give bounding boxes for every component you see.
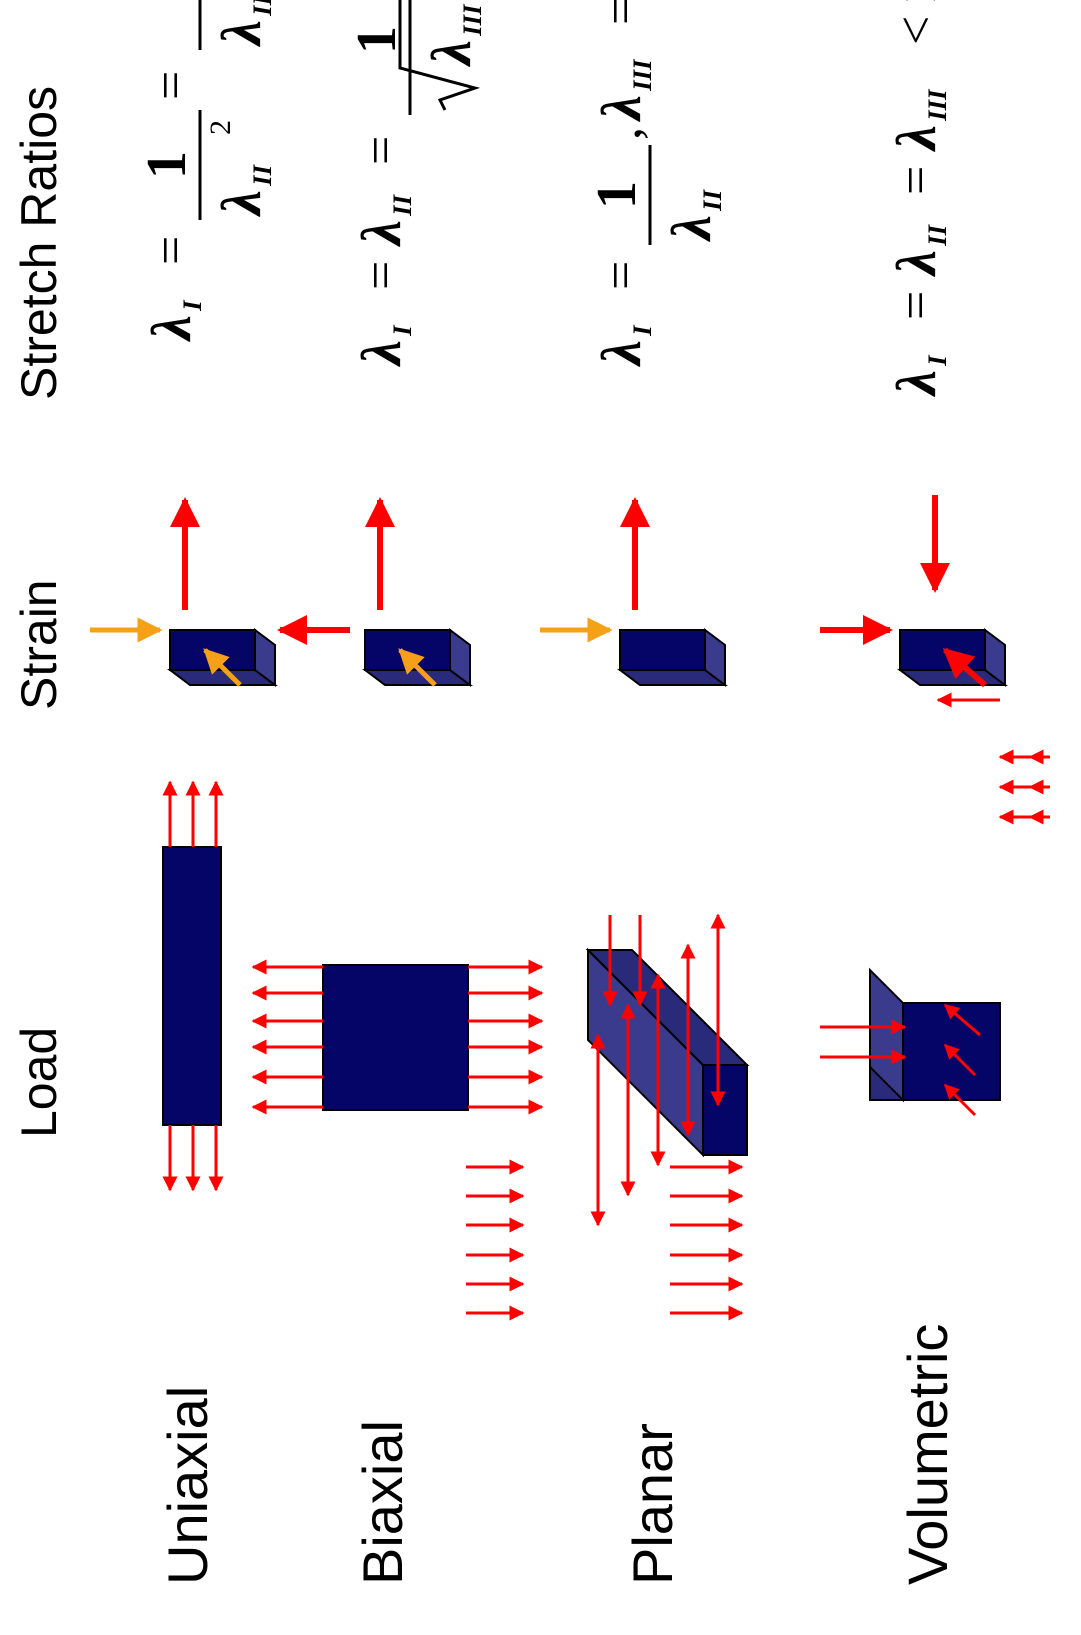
eq1-lambda-iii-sub: III bbox=[247, 0, 277, 17]
eq4-lambda-ii-lambda: λ bbox=[886, 250, 948, 277]
eq2-lambda-iii-sub: III bbox=[457, 3, 487, 37]
eq2-lambda-i-lambda: λ bbox=[351, 340, 413, 367]
volumetric-strain-cube-front bbox=[899, 629, 986, 671]
volumetric-arrow-diag-1 bbox=[943, 1043, 977, 1077]
eq4-equals-2: = bbox=[888, 166, 945, 195]
stretch-ratio-equations: λI=1λII2=1λIII2λI=λII=1λIIIλI=1λII,λIII=… bbox=[136, 0, 952, 397]
eq2-lambda-iii-lambda: λ bbox=[421, 40, 483, 67]
eq1-frac-2-num: 1 bbox=[136, 0, 198, 4]
eq3-lambda-iii-sub: III bbox=[627, 58, 657, 92]
eq1-lambda-iii-lambda: λ bbox=[211, 20, 273, 47]
eq1-equals-2: = bbox=[143, 71, 200, 100]
volumetric-strain-cube-side bbox=[984, 628, 1006, 687]
eq4-one: 1 bbox=[890, 0, 947, 5]
uniaxial-strain-cube-side bbox=[254, 628, 276, 687]
eq4-less-than: < bbox=[888, 16, 945, 45]
uniaxial-strain-cube-strain-arrow-depth bbox=[203, 648, 242, 687]
eq3-lambda-ii-lambda: λ bbox=[661, 215, 723, 242]
biaxial-strain-cube-strain-arrow-depth bbox=[398, 648, 437, 687]
eq4-lambda-i-sub: I bbox=[922, 354, 952, 367]
uniaxial-bar bbox=[162, 846, 222, 1126]
eq3-comma: , bbox=[595, 127, 652, 140]
eq2-equals-1: = bbox=[353, 261, 410, 290]
eq4-equals-1: = bbox=[888, 291, 945, 320]
biaxial-sheet bbox=[322, 964, 469, 1111]
eq3-frac-num: 1 bbox=[586, 181, 648, 209]
eq2-equals-2: = bbox=[353, 136, 410, 165]
eq3-equals-2: = bbox=[593, 0, 650, 25]
eq2-lambda-ii-sub: II bbox=[387, 193, 417, 216]
eq3-lambda-ii-sub: II bbox=[697, 188, 727, 211]
eq1-frac-1-num: 1 bbox=[136, 151, 198, 179]
load-and-strain-shapes bbox=[90, 495, 1050, 1321]
eq1-equals-1: = bbox=[143, 236, 200, 265]
eq1-lambda-ii-lambda: λ bbox=[211, 190, 273, 217]
eq4-lambda-iii-sub: III bbox=[922, 88, 952, 122]
biaxial-strain-cube-side bbox=[449, 628, 471, 687]
eq1-lambda-i-sub: I bbox=[177, 299, 207, 312]
eq3-equals-1: = bbox=[593, 261, 650, 290]
biaxial-strain-cube-front bbox=[364, 629, 451, 671]
eq4-lambda-iii-lambda: λ bbox=[886, 125, 948, 152]
eq3-lambda-iii-lambda: λ bbox=[591, 95, 653, 122]
planar-strain-cube-side bbox=[704, 628, 726, 687]
eq3-lambda-i-lambda: λ bbox=[591, 340, 653, 367]
volumetric-arrow-diag-0 bbox=[943, 1003, 981, 1037]
eq4-lambda-ii-sub: II bbox=[922, 223, 952, 246]
eq3-lambda-i-sub: I bbox=[627, 324, 657, 337]
eq1-lambda-i-lambda: λ bbox=[141, 315, 203, 342]
eq2-lambda-ii-lambda: λ bbox=[351, 220, 413, 247]
planar-prism-end bbox=[702, 1064, 748, 1156]
eq2-lambda-i-sub: I bbox=[387, 324, 417, 337]
eq1-lambda-ii-sub: II bbox=[247, 163, 277, 186]
uniaxial-strain-cube-front bbox=[169, 629, 256, 671]
eq2-frac-num: 1 bbox=[346, 26, 408, 54]
eq4-lambda-i-lambda: λ bbox=[886, 370, 948, 397]
eq1-sq-1: 2 bbox=[204, 120, 237, 135]
volumetric-strain-cube-strain-arrow-depth bbox=[942, 647, 987, 688]
planar-strain-cube-front bbox=[619, 629, 706, 671]
volumetric-arrow-diag-2 bbox=[943, 1083, 977, 1117]
eq2-sqrt-sign bbox=[398, 0, 481, 111]
